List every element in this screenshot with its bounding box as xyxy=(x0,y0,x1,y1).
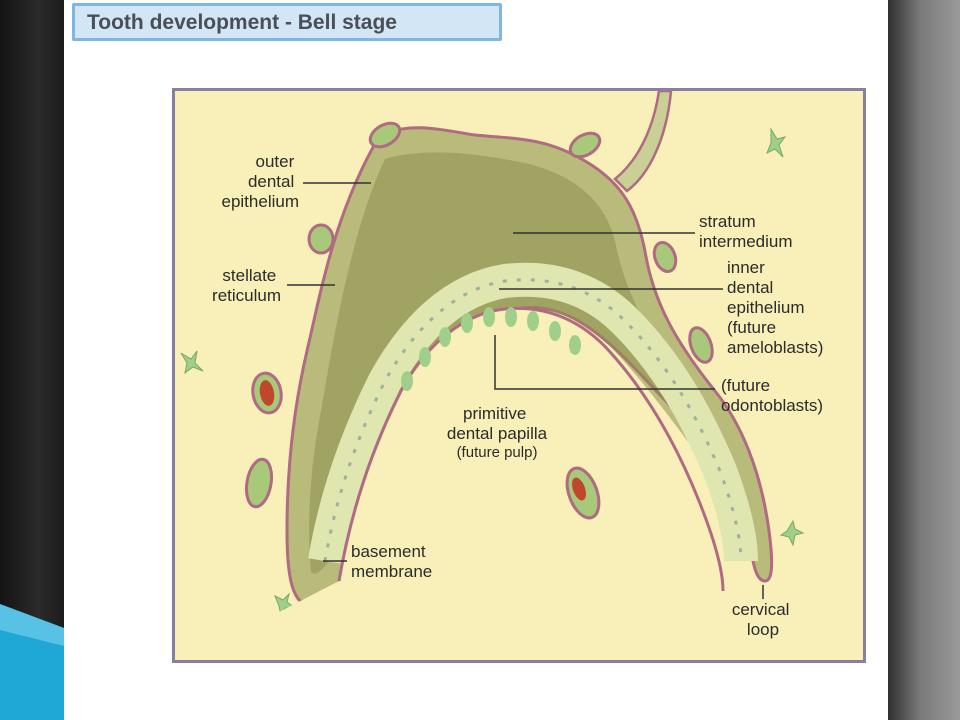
right-decor-bar xyxy=(888,0,960,720)
label-cervical-loop: cervical loop xyxy=(732,600,794,639)
label-stellate-reticulum: stellate reticulum xyxy=(212,266,281,305)
page-title: Tooth development - Bell stage xyxy=(87,11,397,34)
label-text: intermedium xyxy=(699,232,793,251)
label-text: (future xyxy=(727,318,776,337)
title-box: Tooth development - Bell stage xyxy=(72,3,502,41)
label-text: cervical xyxy=(732,600,790,619)
leader-lines xyxy=(287,182,723,562)
label-text: membrane xyxy=(351,562,432,581)
label-future-pulp: (future pulp) xyxy=(457,444,538,461)
label-text: primitive xyxy=(463,404,526,423)
label-basement-membrane: basement membrane xyxy=(351,542,432,581)
cyan-arrow-icon xyxy=(0,604,64,720)
dental-papilla xyxy=(186,308,858,660)
stellate-reticulum-area xyxy=(309,152,748,574)
label-text: dental xyxy=(727,278,773,297)
label-future-odontoblasts: (future odontoblasts) xyxy=(721,376,823,415)
label-text: loop xyxy=(747,620,779,639)
label-inner-dental-epithelium: inner dental epithelium (future amelobla… xyxy=(727,258,823,357)
bell-stage-diagram: outer dental epithelium stellate reticul… xyxy=(180,91,858,660)
label-text: epithelium xyxy=(727,298,805,317)
label-outer-dental-epithelium: outer dental epithelium xyxy=(222,152,300,211)
label-text: dental papilla xyxy=(447,424,548,443)
label-text: epithelium xyxy=(222,192,300,211)
label-text: dental xyxy=(248,172,294,191)
label-text: outer xyxy=(256,152,295,171)
label-text: ameloblasts) xyxy=(727,338,823,357)
label-primitive-dental-papilla: primitive dental papilla xyxy=(447,404,548,443)
label-text: inner xyxy=(727,258,765,277)
label-text: basement xyxy=(351,542,426,561)
bell-stage-figure: outer dental epithelium stellate reticul… xyxy=(172,88,866,663)
label-text: stratum xyxy=(699,212,756,231)
odontoblast-cells xyxy=(401,307,581,391)
label-text: reticulum xyxy=(212,286,281,305)
left-decor-bar xyxy=(0,0,64,720)
label-text: odontoblasts) xyxy=(721,396,823,415)
label-text: (future xyxy=(721,376,770,395)
label-stratum-intermedium: stratum intermedium xyxy=(699,212,793,251)
label-text: stellate xyxy=(222,266,276,285)
basement-membrane-line xyxy=(337,306,725,592)
dental-lamina xyxy=(613,91,673,193)
blood-vessels xyxy=(244,121,714,520)
